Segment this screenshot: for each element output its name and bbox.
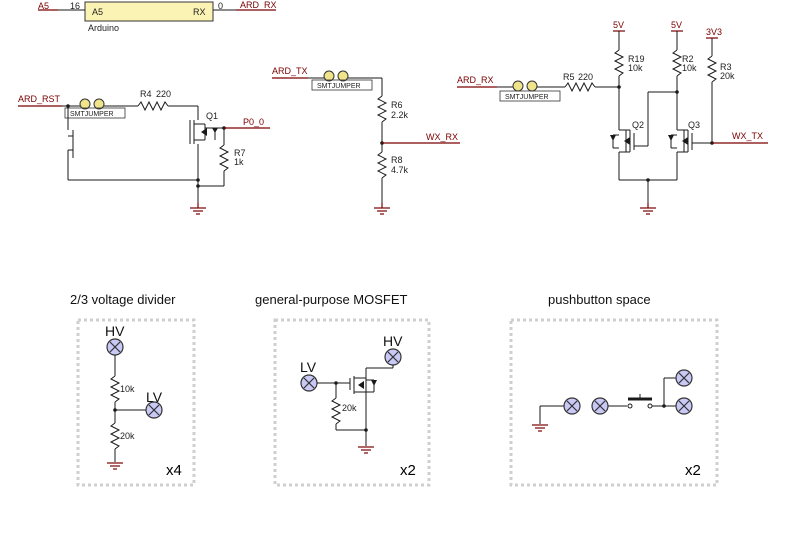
q3-label: Q3 — [688, 120, 700, 130]
r19-label: R19 — [628, 54, 645, 64]
divider-circuit: ARD_TX SMTJUMPER R6 2.2k WX_RX R8 4.7k — [272, 66, 460, 215]
terminal-hv-1 — [106, 338, 124, 356]
net-label-wx-rx: WX_RX — [426, 132, 458, 142]
terminal-pb-1 — [563, 397, 581, 415]
net-label-ard-rx-top: ARD_RX — [240, 0, 277, 10]
reset-circuit: ARD_RST SMTJUMPER R4 220 Q1 P0_0 R7 — [18, 89, 270, 215]
terminal-pb-4 — [675, 397, 693, 415]
mosfet-hv-label: HV — [383, 333, 403, 349]
arduino-block: A5 16 A5 RX 0 ARD_RX Arduino — [38, 0, 277, 33]
r5-label: R5 — [563, 72, 575, 82]
jumper-pad-2 — [93, 98, 105, 110]
terminal-lv-1 — [145, 401, 163, 419]
r19-value: 10k — [628, 63, 643, 73]
terminal-pb-3 — [675, 369, 693, 387]
ground-symbol-4 — [107, 462, 123, 470]
divider-r-bottom-value: 20k — [120, 431, 135, 441]
ground-symbol-5 — [358, 446, 374, 454]
resistor-20k-panel — [109, 422, 121, 450]
mosfet-q3 — [668, 129, 712, 153]
arduino-name: Arduino — [88, 23, 119, 33]
ground-symbol-6 — [532, 424, 548, 432]
pin-name-rx: RX — [193, 7, 206, 17]
level-shifter-circuit: ARD_RX SMTJUMPER R5 220 5V R19 10k 5V R2… — [457, 20, 768, 215]
pushbutton-switch — [627, 394, 653, 409]
panel-voltage-divider: 2/3 voltage divider HV 10k LV 20k x4 — [70, 292, 196, 487]
divider-r-top-value: 10k — [120, 384, 135, 394]
supply-3v3: 3V3 — [706, 27, 722, 37]
ground-symbol-3 — [640, 203, 656, 215]
resistor-r2 — [671, 49, 683, 77]
mosfet-symbol-panel — [349, 376, 377, 394]
mosfet-count: x2 — [400, 462, 416, 479]
pushbutton-count: x2 — [685, 462, 701, 479]
resistor-r7 — [218, 144, 230, 172]
panel-title-pushbutton: pushbutton space — [548, 292, 651, 307]
r5-value: 220 — [578, 72, 593, 82]
net-label-ard-rx: ARD_RX — [457, 75, 494, 85]
panel-title-mosfet: general-purpose MOSFET — [255, 292, 408, 307]
divider-hv-label: HV — [105, 323, 125, 339]
panel-title-divider: 2/3 voltage divider — [70, 292, 176, 307]
mosfet-q1 — [189, 120, 218, 144]
supply-5v-1: 5V — [613, 20, 624, 30]
mosfet-r-value: 20k — [342, 403, 357, 413]
terminal-lv-2 — [300, 374, 318, 392]
r4-label: R4 — [140, 89, 152, 99]
net-label-p0-0: P0_0 — [243, 117, 264, 127]
terminal-hv-2 — [384, 348, 402, 366]
r4-value: 220 — [156, 89, 171, 99]
q1-label: Q1 — [206, 111, 218, 121]
terminal-pb-2 — [591, 397, 609, 415]
panel-mosfet: general-purpose MOSFET HV LV — [255, 292, 431, 487]
resistor-10k-panel — [109, 375, 121, 403]
divider-lv-label: LV — [146, 389, 163, 405]
r2-label: R2 — [682, 54, 694, 64]
pin-number-right: 0 — [218, 1, 223, 11]
resistor-r5 — [564, 81, 596, 93]
r8-label: R8 — [391, 155, 403, 165]
r7-label: R7 — [234, 148, 246, 158]
jumper-pad-1 — [79, 98, 91, 110]
resistor-r6 — [376, 95, 388, 123]
jumper-label-2: SMTJUMPER — [317, 83, 361, 90]
resistor-r8 — [376, 151, 388, 179]
r6-value: 2.2k — [391, 110, 409, 120]
r3-value: 20k — [720, 71, 735, 81]
ground-symbol-1 — [190, 203, 206, 215]
net-label-a5: A5 — [38, 1, 49, 11]
r2-value: 10k — [682, 63, 697, 73]
r3-label: R3 — [720, 62, 732, 72]
divider-count: x4 — [166, 462, 182, 479]
panel-pushbutton: pushbutton space — [509, 292, 719, 487]
q2-label: Q2 — [632, 120, 644, 130]
net-label-wx-tx: WX_TX — [732, 131, 763, 141]
net-label-ard-tx: ARD_TX — [272, 66, 308, 76]
mosfet-lv-label: LV — [300, 359, 317, 375]
pin-name-a5: A5 — [92, 7, 103, 17]
pin-number-left: 16 — [70, 1, 80, 11]
resistor-r19 — [613, 49, 625, 77]
jumper-label: SMTJUMPER — [70, 111, 114, 118]
resistor-r4 — [137, 100, 169, 112]
net-label-ard-rst: ARD_RST — [18, 94, 61, 104]
jumper-label-3: SMTJUMPER — [505, 94, 549, 101]
r7-value: 1k — [234, 157, 244, 167]
r8-value: 4.7k — [391, 165, 409, 175]
supply-5v-2: 5V — [671, 20, 682, 30]
ground-symbol-2 — [374, 203, 390, 215]
resistor-r3 — [706, 55, 718, 83]
r6-label: R6 — [391, 100, 403, 110]
mosfet-q2 — [610, 129, 648, 153]
resistor-mosfet-panel — [330, 397, 342, 425]
